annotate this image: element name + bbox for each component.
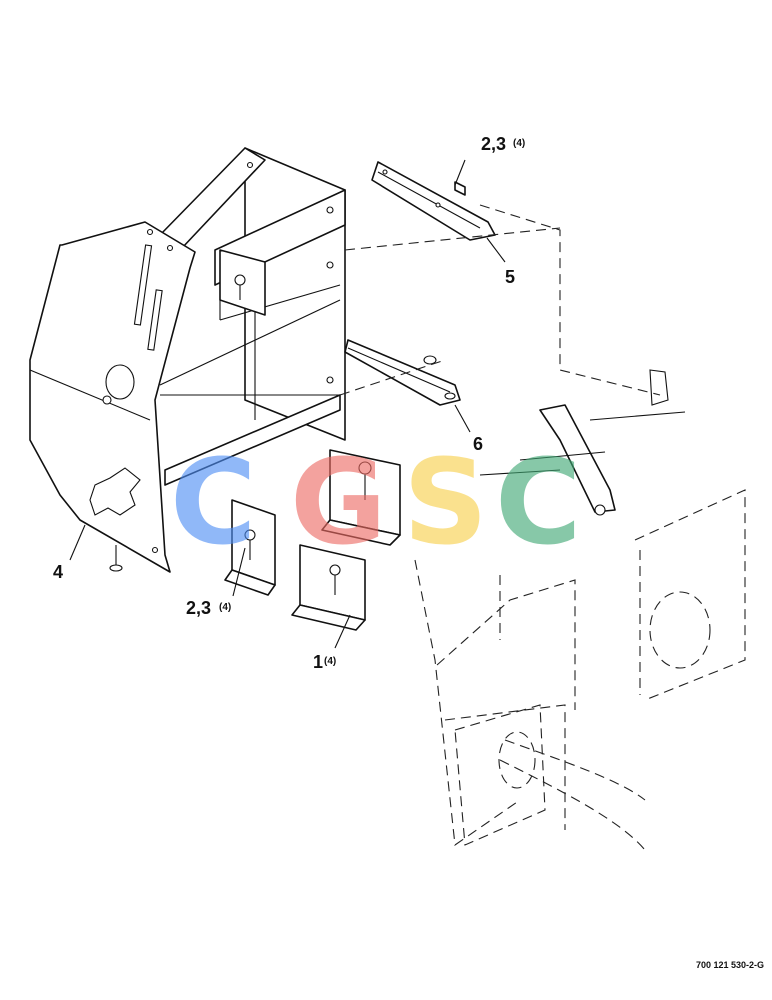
callout-main: 1 [313,652,323,672]
linkage-arm [479,369,686,516]
callout-main: 2,3 [186,598,211,618]
callout-qty: (4) [219,602,231,613]
callout-6: 6 [473,434,483,454]
angle-strip-part-5 [371,161,496,241]
callout-qty: (4) [513,138,525,149]
callout-23-top: 2,3 (4) [481,134,525,154]
callout-1: 1 (4) [313,652,336,672]
callout-5: 5 [505,267,515,287]
watermark-letter: C [495,433,582,571]
bracket-upper-right [321,449,401,546]
angle-strip-part-6 [344,339,461,406]
callout-qty: (4) [324,656,336,667]
watermark-letter: C [170,433,257,571]
bracket-upper-left [219,249,266,316]
watermark-logo: C G S C [170,433,582,571]
callout-23-bottom: 2,3 (4) [186,598,231,618]
bracket-lower-right [291,544,366,631]
reference-dashed-parts [339,204,746,851]
callout-main: 6 [473,434,483,454]
watermark-letter: S [403,433,488,571]
watermark-letter: G [290,433,387,571]
callout-main: 2,3 [481,134,506,154]
callout-main: 5 [505,267,515,287]
callout-4: 4 [53,562,63,582]
drawing-number: 700 121 530-2-G [696,960,764,970]
side-panel-part-4 [29,221,196,573]
leader-lines [69,159,506,649]
callout-main: 4 [53,562,63,582]
bracket-lower-left [224,499,276,596]
